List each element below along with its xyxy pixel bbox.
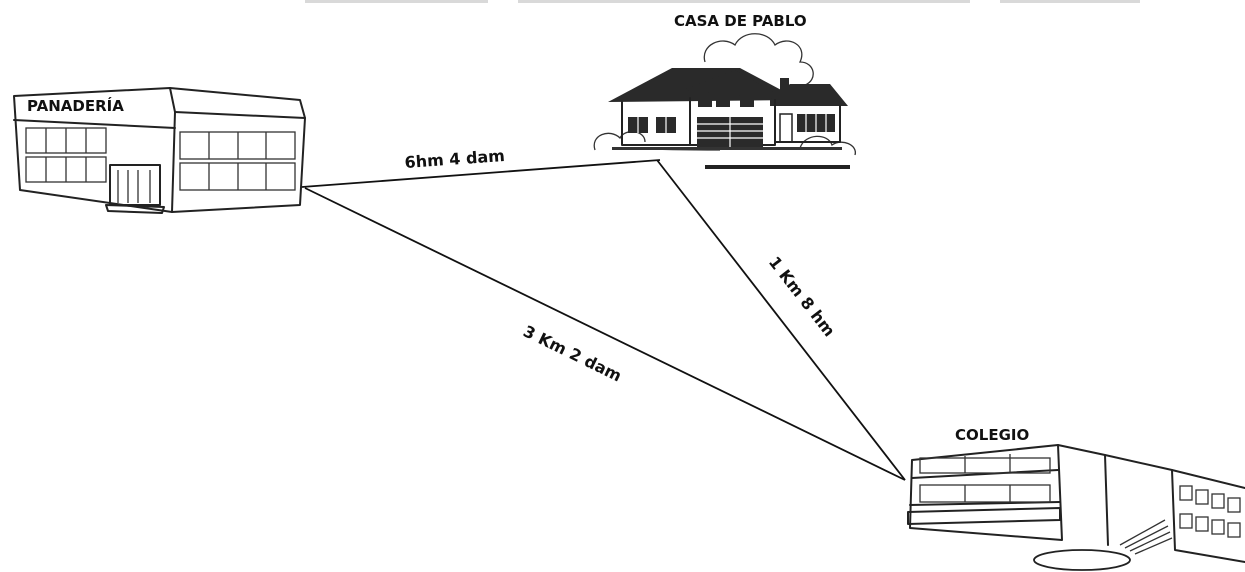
line-house-school bbox=[656, 159, 906, 481]
school-building-icon bbox=[907, 444, 1245, 571]
line-bakery-school bbox=[304, 187, 906, 481]
bakery-building-icon bbox=[13, 87, 306, 214]
top-bars bbox=[305, 0, 1140, 3]
house-label: CASA DE PABLO bbox=[674, 12, 807, 30]
distance-bakery-school: 3 Km 2 dam bbox=[520, 322, 624, 386]
distance-house-school: 1 Km 8 hm bbox=[765, 253, 839, 340]
line-bakery-house bbox=[301, 159, 661, 188]
house-icon bbox=[593, 33, 856, 169]
route-lines bbox=[301, 159, 906, 481]
distance-bakery-house: 6hm 4 dam bbox=[404, 146, 505, 172]
school-label: COLEGIO bbox=[955, 426, 1029, 444]
bakery-label: PANADERÍA bbox=[27, 96, 124, 115]
